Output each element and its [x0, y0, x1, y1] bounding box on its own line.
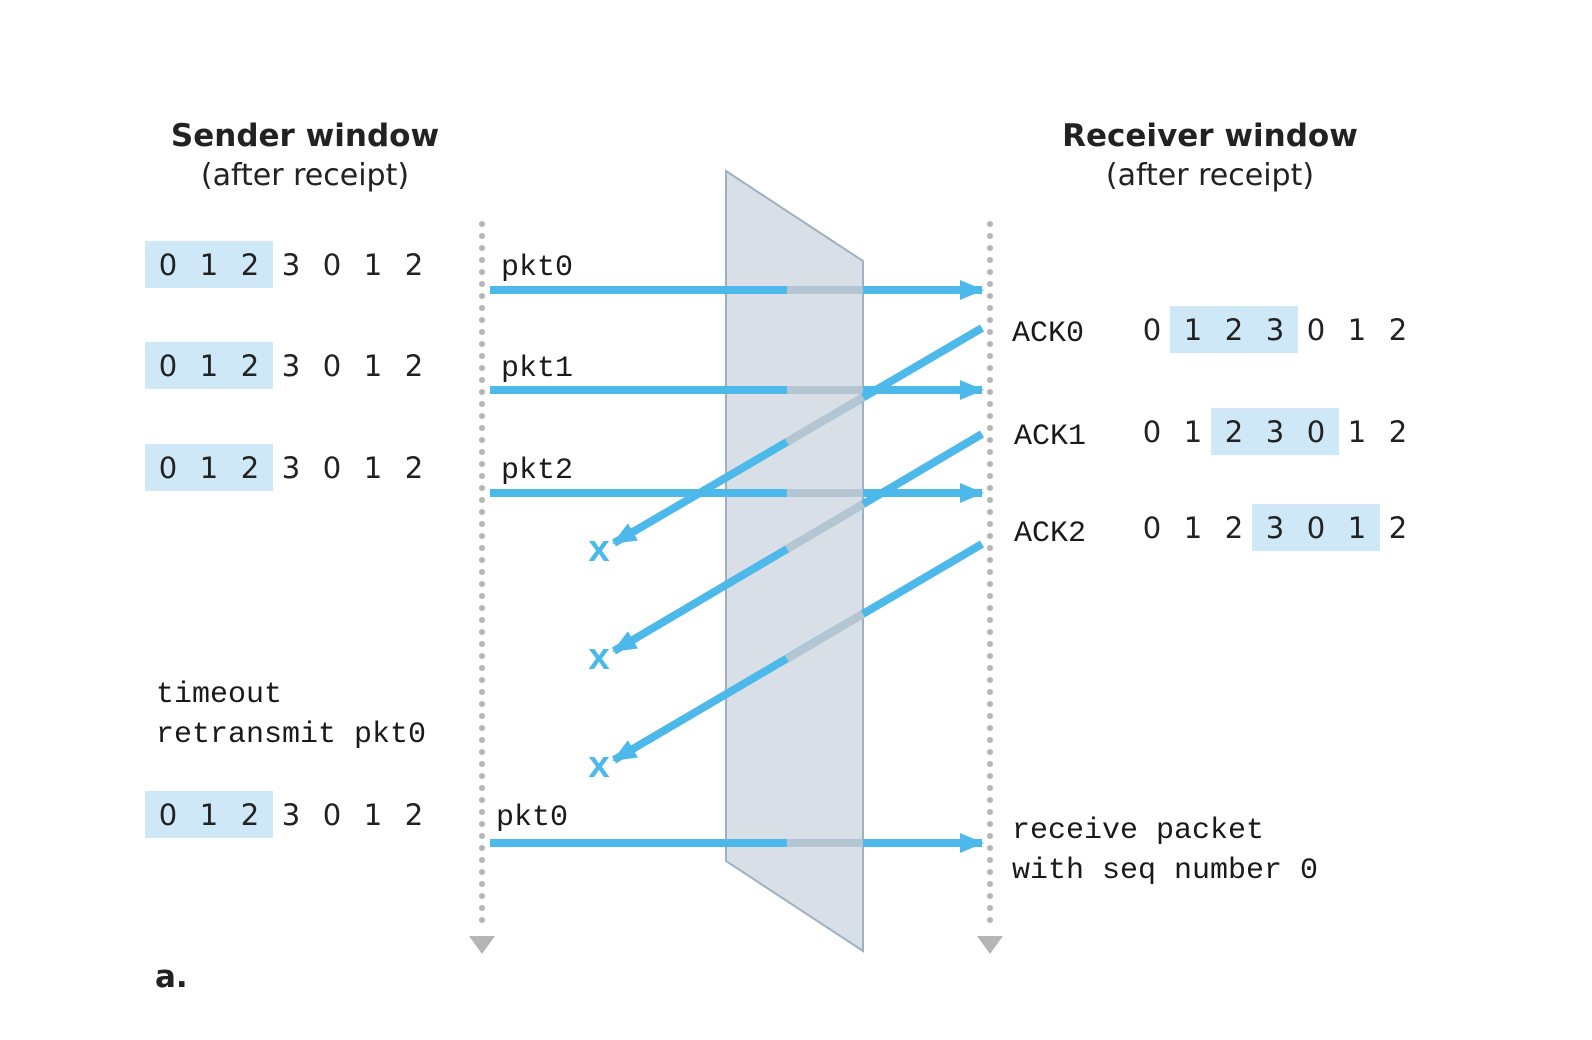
seq-number: 2 [241, 451, 259, 485]
seq-number: 0 [323, 798, 341, 832]
packet-label: pkt0 [496, 801, 568, 835]
receiver-window-highlight [1170, 306, 1298, 353]
packet-label: pkt2 [501, 454, 573, 488]
receiver-window-row: 0 1 2 3 0 1 2 [1143, 504, 1407, 551]
ack-label: ACK2 [1014, 517, 1086, 551]
retransmit-label: retransmit pkt0 [156, 718, 426, 752]
seq-number: 1 [1348, 511, 1366, 545]
receiver-timeline-arrowhead [977, 936, 1003, 954]
network-channel-panel [725, 169, 864, 953]
seq-number: 2 [405, 248, 423, 282]
ack-arrow-lost [611, 540, 985, 764]
seq-number: 0 [1307, 415, 1325, 449]
seq-number: 2 [241, 349, 259, 383]
receiver-window-subtitle: (after receipt) [1106, 158, 1314, 193]
seq-number: 2 [1225, 313, 1243, 347]
seq-number: 0 [323, 349, 341, 383]
seq-number: 2 [1389, 415, 1407, 449]
seq-number: 0 [159, 798, 177, 832]
seq-number: 0 [323, 451, 341, 485]
seq-number-label: with seq number 0 [1012, 854, 1318, 888]
ack-arrow-lost [611, 324, 985, 547]
seq-number: 3 [1266, 415, 1284, 449]
sender-window-title: Sender window [171, 118, 439, 154]
seq-number: 3 [282, 248, 300, 282]
sender-timeline-arrowhead [469, 936, 495, 954]
sender-window-row: 0 1 2 3 0 1 2 [145, 791, 423, 838]
seq-number: 1 [1184, 511, 1202, 545]
seq-number: 1 [364, 248, 382, 282]
seq-number: 1 [200, 349, 218, 383]
sender-window-highlight [145, 791, 273, 838]
receiver-window-highlight [1211, 408, 1339, 455]
seq-number: 0 [1143, 313, 1161, 347]
receiver-window-row: 0 1 2 3 0 1 2 [1143, 408, 1407, 455]
receive-packet-label: receive packet [1012, 814, 1264, 848]
seq-number: 2 [1225, 415, 1243, 449]
seq-number: 1 [364, 798, 382, 832]
seq-number: 1 [1184, 313, 1202, 347]
seq-number: 0 [1307, 313, 1325, 347]
figure-label: a. [155, 959, 188, 995]
seq-number: 2 [405, 451, 423, 485]
sender-window-row: 0 1 2 3 0 1 2 [145, 444, 423, 491]
seq-number: 1 [364, 451, 382, 485]
seq-number: 2 [241, 798, 259, 832]
receiver-window-title: Receiver window [1062, 118, 1358, 154]
ack-label: ACK1 [1014, 420, 1086, 454]
lost-marker: x [588, 746, 611, 789]
seq-number: 1 [200, 451, 218, 485]
receiver-window-row: 0 1 2 3 0 1 2 [1143, 306, 1407, 353]
seq-number: 1 [364, 349, 382, 383]
seq-number: 3 [282, 349, 300, 383]
sender-window-subtitle: (after receipt) [201, 158, 409, 193]
timeout-label: timeout [156, 678, 282, 712]
seq-number: 3 [1266, 511, 1284, 545]
sender-window-row: 0 1 2 3 0 1 2 [145, 342, 423, 389]
seq-number: 0 [1143, 415, 1161, 449]
seq-number: 2 [1389, 511, 1407, 545]
seq-number: 2 [405, 798, 423, 832]
seq-number: 3 [282, 798, 300, 832]
seq-number: 1 [200, 248, 218, 282]
seq-number: 0 [159, 349, 177, 383]
seq-number: 0 [159, 451, 177, 485]
seq-number: 0 [1143, 511, 1161, 545]
seq-number: 3 [282, 451, 300, 485]
seq-number: 0 [1307, 511, 1325, 545]
lost-marker: x [588, 638, 611, 681]
receiver-window-highlight [1252, 504, 1380, 551]
seq-number: 1 [1348, 415, 1366, 449]
seq-number: 0 [159, 248, 177, 282]
sender-window-row: 0 1 2 3 0 1 2 [145, 241, 423, 288]
packet-label: pkt0 [501, 251, 573, 285]
seq-number: 2 [1225, 511, 1243, 545]
seq-number: 2 [241, 248, 259, 282]
seq-number: 1 [1348, 313, 1366, 347]
seq-number: 2 [1389, 313, 1407, 347]
sender-window-highlight [145, 444, 273, 491]
sender-window-highlight [145, 241, 273, 288]
seq-number: 3 [1266, 313, 1284, 347]
seq-number: 1 [1184, 415, 1202, 449]
seq-number: 1 [200, 798, 218, 832]
seq-number: 0 [323, 248, 341, 282]
ack-arrow-lost [611, 430, 985, 655]
lost-marker: x [588, 530, 611, 573]
seq-number: 2 [405, 349, 423, 383]
packet-label: pkt1 [501, 352, 573, 386]
sender-window-highlight [145, 342, 273, 389]
ack-label: ACK0 [1012, 317, 1084, 351]
